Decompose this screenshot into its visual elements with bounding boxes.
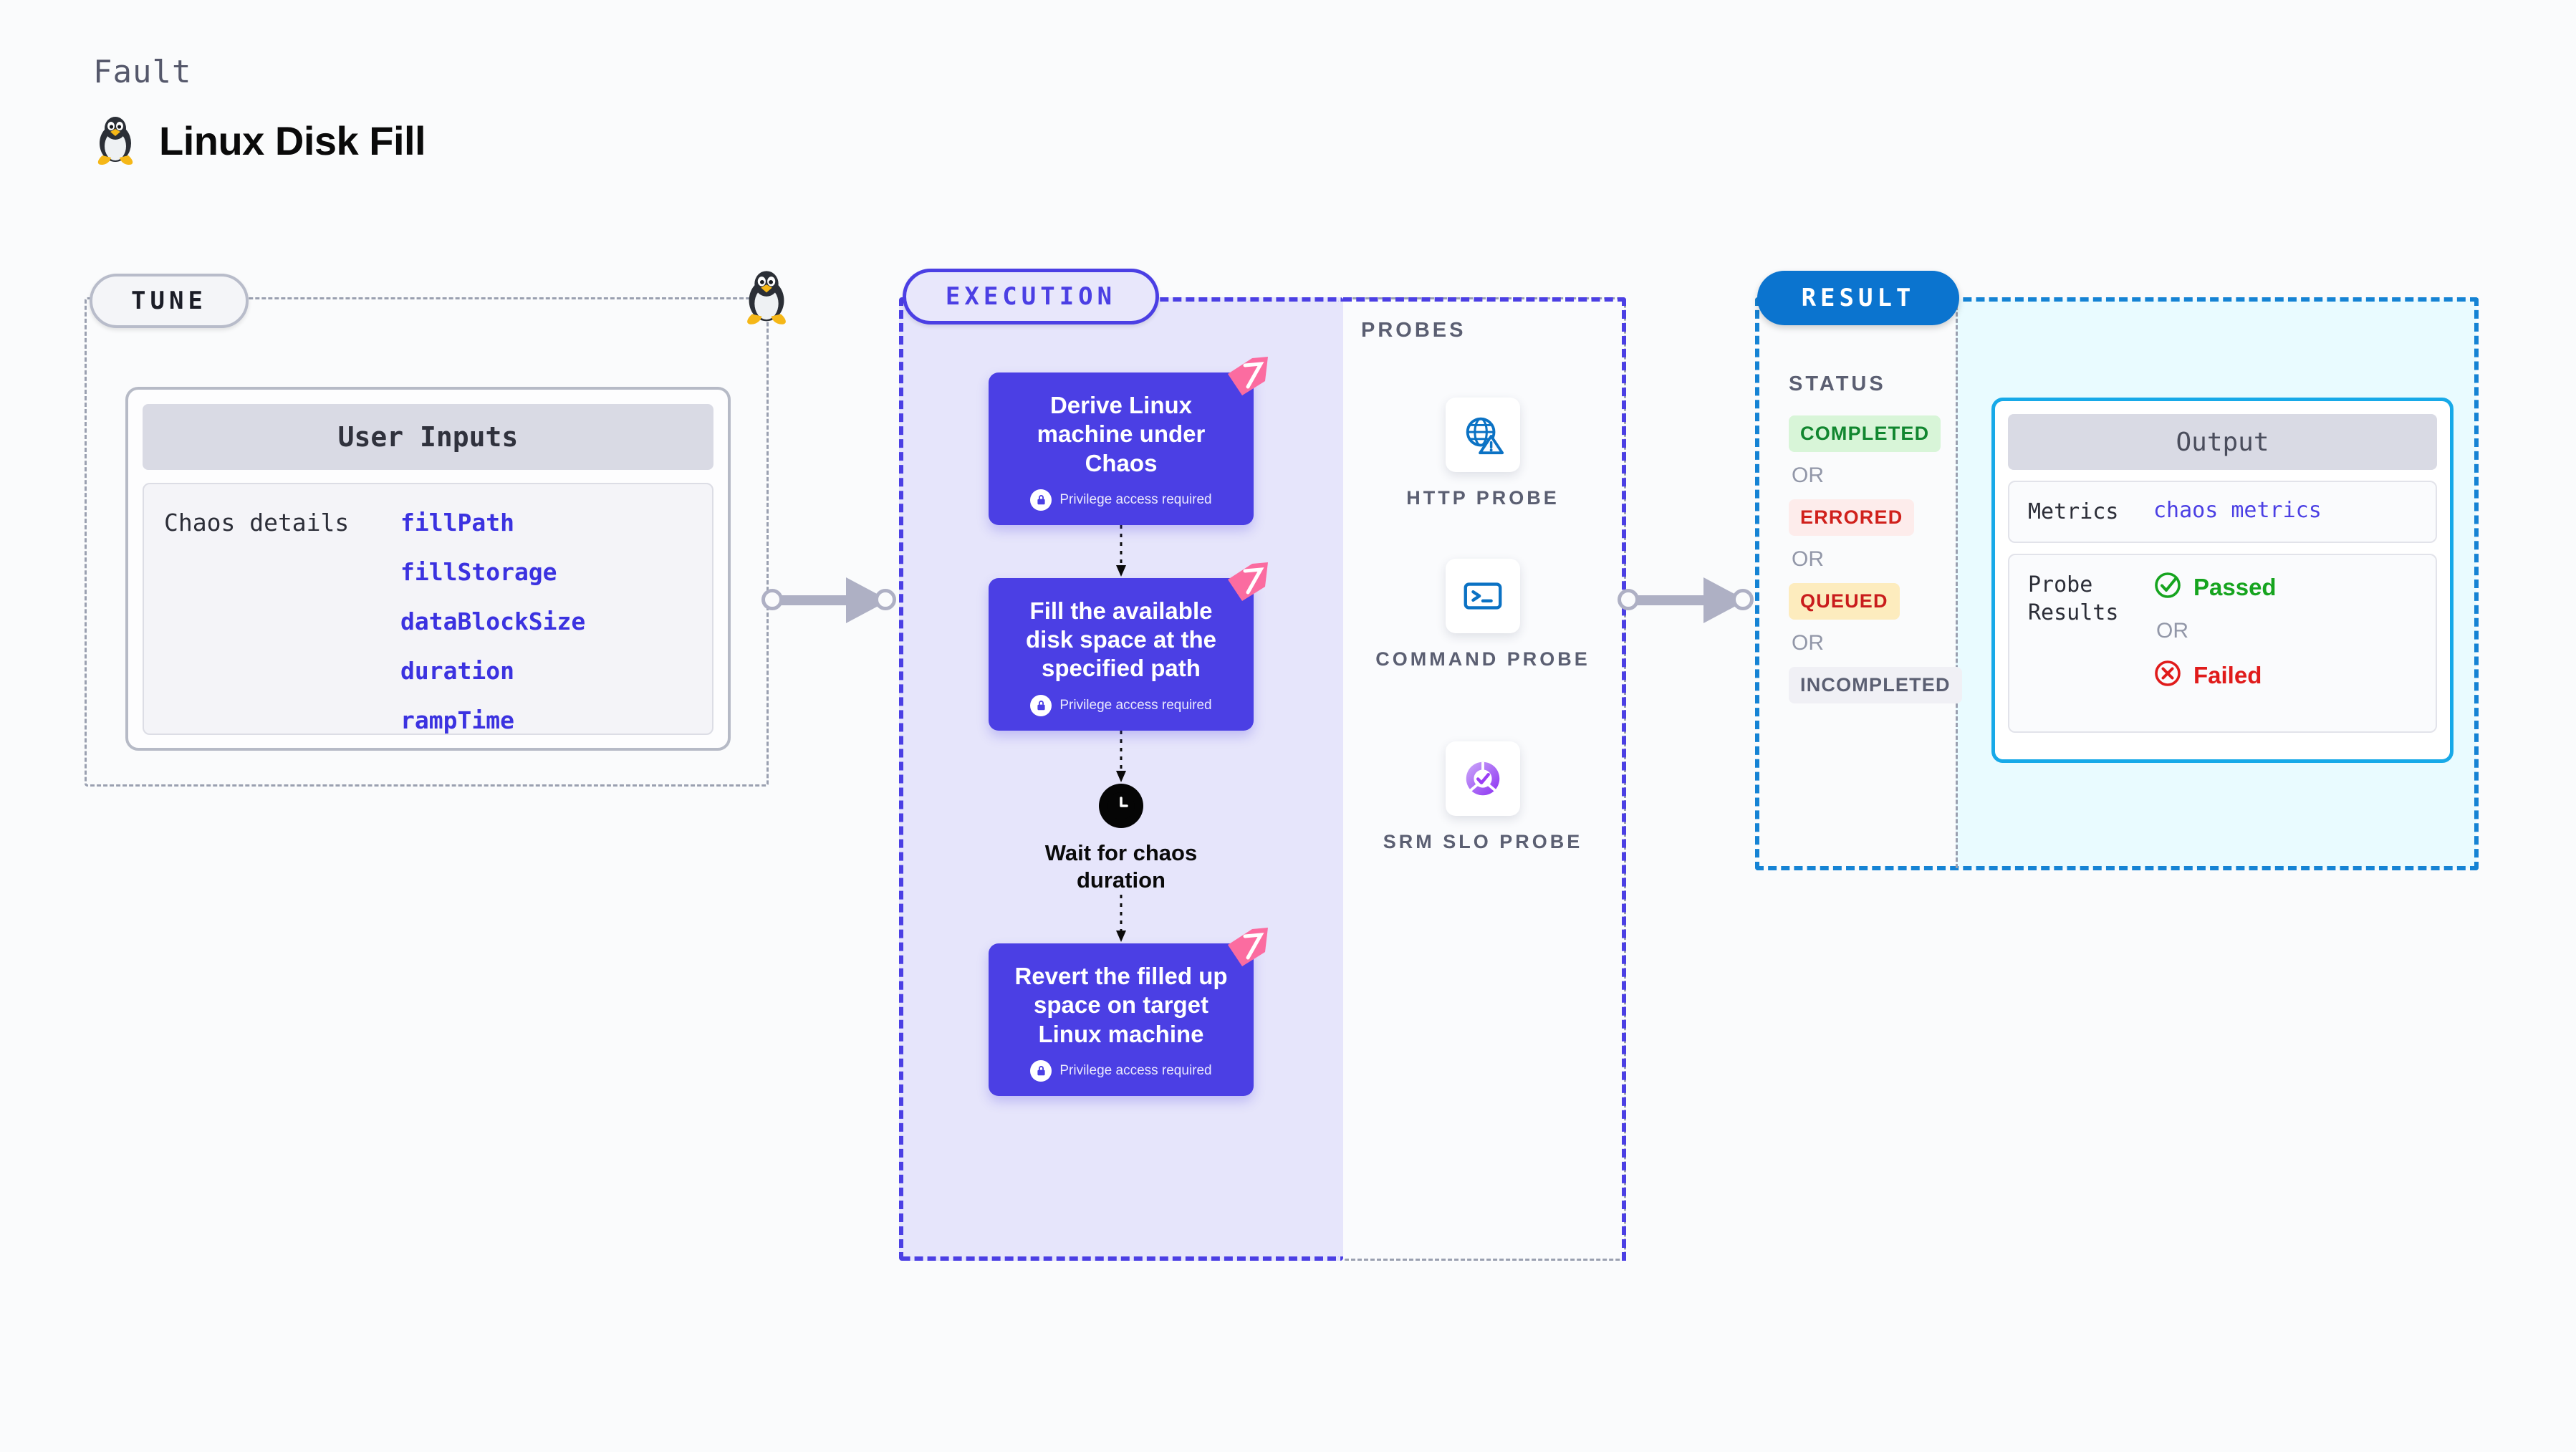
linux-penguin-icon-connector [738, 269, 795, 330]
privilege-note: Privilege access required [1006, 489, 1236, 511]
status-badge-errored: ERRORED [1789, 499, 1915, 536]
status-list: COMPLETED OR ERRORED OR QUEUED OR INCOMP… [1789, 415, 1962, 703]
privilege-note-text: Privilege access required [1059, 1062, 1212, 1078]
output-title: Output [2008, 414, 2437, 470]
param-rampTime[interactable]: rampTime [400, 706, 514, 734]
wait-label: Wait for chaos duration [1044, 840, 1198, 893]
check-circle-icon [2153, 571, 2182, 603]
litmus-ribbon-icon [1224, 561, 1271, 604]
execution-step-card[interactable]: Fill the available disk space at the spe… [989, 562, 1268, 731]
probe-result-failed: Failed [2153, 659, 2277, 691]
result-panel [1755, 297, 2479, 870]
output-metrics-row: Metrics chaos metrics [2008, 481, 2437, 543]
user-inputs-card: User Inputs Chaos details fillPath fillS… [125, 387, 731, 751]
page-title: Linux Disk Fill [159, 117, 426, 163]
passed-label: Passed [2193, 573, 2277, 600]
metrics-value[interactable]: chaos metrics [2153, 498, 2322, 523]
probe-label: SRM SLO PROBE [1383, 831, 1583, 852]
tune-panel [85, 297, 769, 787]
or-separator: OR [1792, 547, 1824, 571]
litmus-ribbon-icon [1224, 355, 1271, 398]
result-pill-label: RESULT [1757, 271, 1959, 325]
flow-arrow-2 [899, 730, 1343, 784]
or-separator: OR [1792, 463, 1824, 487]
probe-results-values: Passed OR Failed [2153, 571, 2277, 716]
status-badge-queued: QUEUED [1789, 583, 1900, 620]
execution-step-card[interactable]: Derive Linux machine under Chaos Privile… [989, 357, 1268, 525]
execution-pill-label: EXECUTION [903, 269, 1159, 324]
flow-arrow-3 [899, 895, 1343, 943]
execution-step-title: Fill the available disk space at the spe… [1026, 597, 1216, 682]
fault-title-row: Linux Disk Fill [93, 115, 426, 166]
execution-flow: Derive Linux machine under Chaos Privile… [899, 357, 1343, 1096]
privilege-note: Privilege access required [1006, 694, 1236, 716]
result-column-divider [1956, 299, 1958, 868]
or-separator: OR [2156, 619, 2188, 643]
probe-result-passed: Passed [2153, 571, 2277, 603]
status-badge-completed: COMPLETED [1789, 415, 1941, 452]
failed-label: Failed [2193, 661, 2262, 688]
execution-final-step-card[interactable]: Revert the filled up space on target Lin… [989, 928, 1268, 1096]
wait-for-duration-block: Wait for chaos duration [899, 783, 1343, 895]
probe-http[interactable]: HTTP PROBE [1375, 398, 1590, 511]
slo-donut-check-icon [1446, 741, 1520, 816]
param-fillPath[interactable]: fillPath [400, 509, 514, 537]
probe-command[interactable]: COMMAND PROBE [1375, 559, 1590, 672]
execution-step-title: Derive Linux machine under Chaos [1037, 392, 1206, 476]
chaos-params-list: fillPath fillStorage dataBlockSize durat… [400, 509, 585, 734]
execution-step-title: Revert the filled up space on target Lin… [1014, 963, 1228, 1047]
status-badge-incompleted: INCOMPLETED [1789, 667, 1962, 703]
chaos-details-label: Chaos details [164, 509, 350, 537]
probe-srm-slo[interactable]: SRM SLO PROBE [1375, 741, 1590, 855]
status-section-label: STATUS [1789, 372, 1886, 395]
lock-icon [1030, 694, 1052, 716]
lock-icon [1030, 489, 1052, 511]
lock-icon [1030, 1059, 1052, 1082]
connector-probes-to-result [1618, 573, 1764, 628]
param-duration[interactable]: duration [400, 657, 514, 685]
tune-pill-label: TUNE [90, 274, 249, 328]
flow-arrow-1 [899, 524, 1343, 578]
linux-penguin-icon [93, 115, 138, 166]
probe-label: HTTP PROBE [1406, 487, 1559, 509]
user-inputs-body: Chaos details fillPath fillStorage dataB… [143, 483, 713, 735]
privilege-note-text: Privilege access required [1059, 697, 1212, 713]
probe-label: COMMAND PROBE [1375, 648, 1590, 670]
x-circle-icon [2153, 659, 2182, 691]
globe-warning-icon [1446, 398, 1520, 472]
connector-tune-to-execution [761, 573, 905, 628]
metrics-key: Metrics [2028, 499, 2119, 524]
or-separator: OR [1792, 631, 1824, 655]
param-dataBlockSize[interactable]: dataBlockSize [400, 607, 586, 635]
probes-section-label: PROBES [1361, 319, 1466, 342]
litmus-ribbon-icon [1224, 926, 1271, 969]
user-inputs-title: User Inputs [143, 404, 713, 470]
fault-kicker: Fault [93, 54, 192, 90]
privilege-note: Privilege access required [1006, 1059, 1236, 1082]
privilege-note-text: Privilege access required [1059, 491, 1212, 507]
terminal-icon [1446, 559, 1520, 633]
clock-icon [1099, 783, 1143, 828]
param-fillStorage[interactable]: fillStorage [400, 558, 557, 586]
